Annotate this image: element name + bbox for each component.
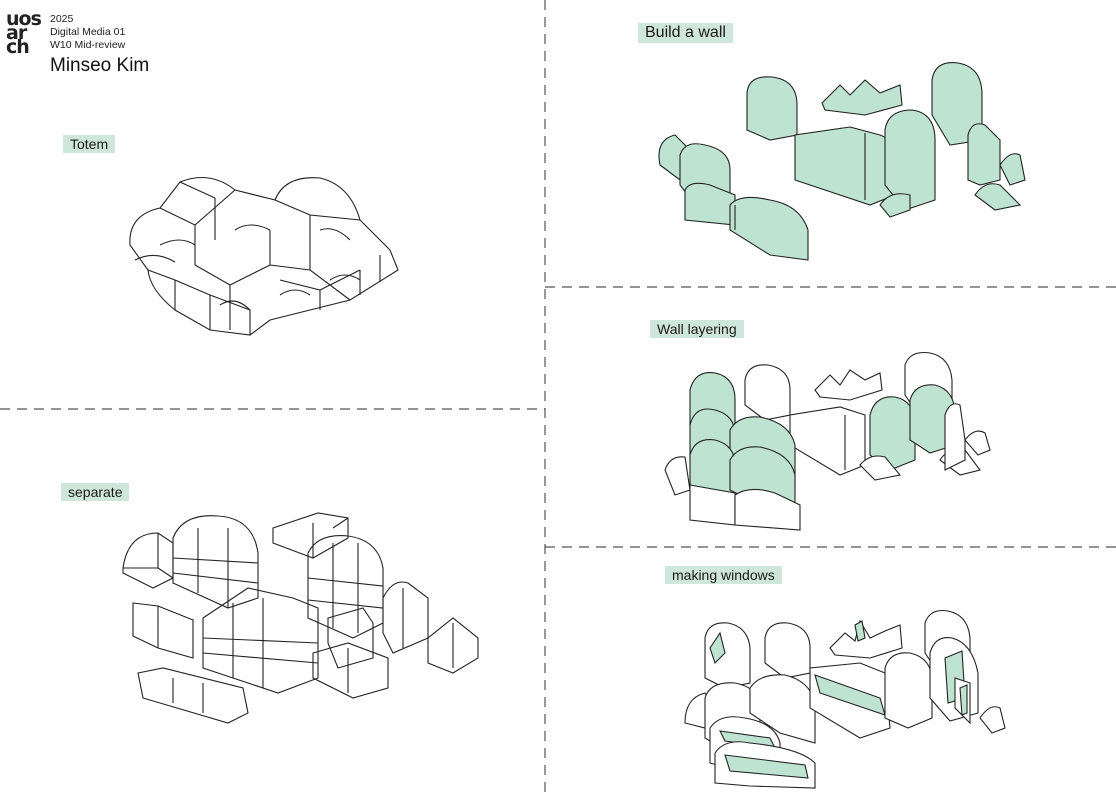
- panel-label-separate: separate: [61, 483, 130, 501]
- project-meta: 2025 Digital Media 01 W10 Mid-review: [50, 13, 125, 52]
- panel-label-build-wall: Build a wall: [638, 23, 733, 43]
- panel-label-totem: Totem: [63, 135, 116, 153]
- course-text: Digital Media 01: [50, 26, 126, 38]
- panel-label-wall-layering: Wall layering: [650, 320, 744, 338]
- build-wall-illustration: [658, 62, 1026, 261]
- panel-label-making-windows: making windows: [665, 566, 782, 584]
- totem-illustration: [129, 176, 399, 336]
- separate-pieces: [122, 512, 479, 724]
- window-pieces: [684, 609, 1006, 789]
- wall-layering-pieces: [664, 351, 991, 531]
- year-text: 2025: [50, 13, 74, 25]
- making-windows-illustration: [684, 609, 1006, 789]
- totem-massing: [129, 176, 399, 336]
- wall-layering-illustration: [664, 351, 991, 531]
- separate-illustration: [122, 512, 479, 724]
- author-name: Minseo Kim: [50, 55, 150, 76]
- review-text: W10 Mid-review: [50, 39, 126, 51]
- wall-pieces-green: [658, 62, 1026, 261]
